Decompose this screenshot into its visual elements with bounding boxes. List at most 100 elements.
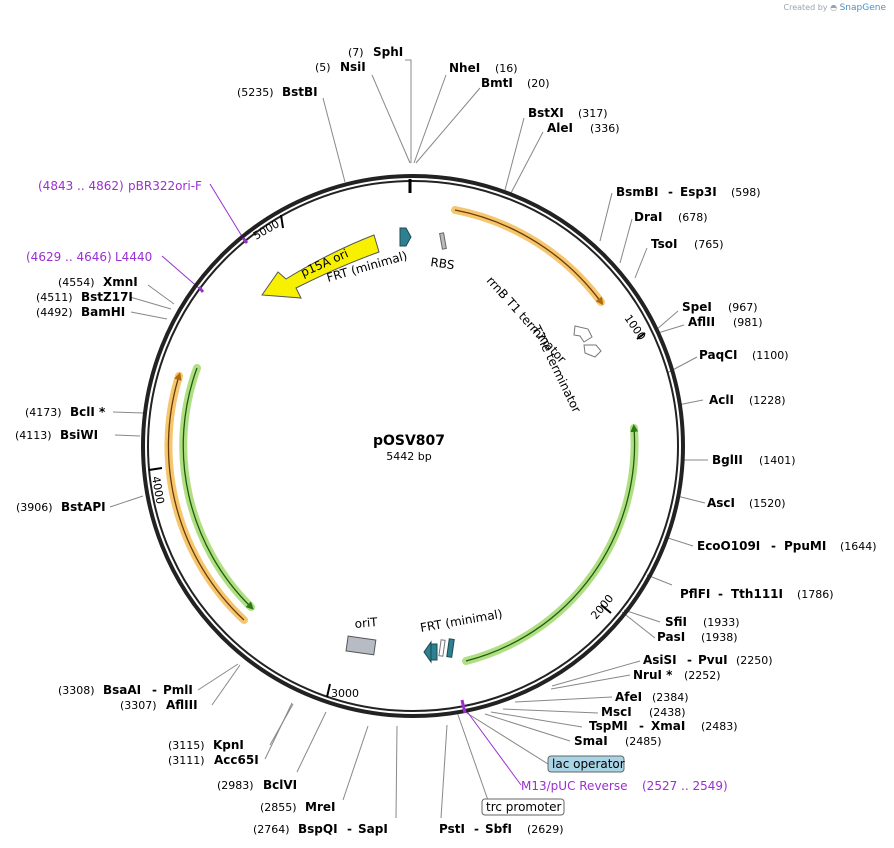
site-afliii: AflIII xyxy=(166,698,198,712)
site-sfii: SfiI xyxy=(665,615,687,629)
trc-promoter-label: trc promoter xyxy=(486,800,562,814)
site-bstxi-pos: (317) xyxy=(578,107,608,120)
site-pflfi-dash: - xyxy=(718,587,723,601)
site-xmai: XmaI xyxy=(651,719,685,733)
site-bsmbi: BsmBI xyxy=(616,185,658,199)
site-esp3i: Esp3I xyxy=(680,185,717,199)
site-acc65i: Acc65I xyxy=(214,753,259,767)
site-tsoi-pos: (765) xyxy=(694,238,724,251)
site-tspmi-pos: (2483) xyxy=(701,720,738,733)
site-bclvi: BclVI xyxy=(263,778,297,792)
site-bclvi-pos: (2983) xyxy=(217,779,254,792)
site-bamhi-pos: (4492) xyxy=(36,306,73,319)
site-bglii: BglII xyxy=(712,453,743,467)
site-nrui-pos: (2252) xyxy=(684,669,721,682)
site-bstz17i-pos: (4511) xyxy=(36,291,73,304)
site-msci-pos: (2438) xyxy=(649,706,686,719)
site-acc65i-pos: (3111) xyxy=(168,754,205,767)
site-bstbi: BstBI xyxy=(282,85,318,99)
site-tth111i: Tth111I xyxy=(731,587,783,601)
frt-bottom-shape xyxy=(423,640,438,664)
site-bsaai-pos: (3308) xyxy=(58,684,95,697)
site-bsaai: BsaAI xyxy=(103,683,141,697)
site-kpni: KpnI xyxy=(213,738,244,752)
credit-prefix: Created by xyxy=(783,3,828,12)
site-bspqi-dash: - xyxy=(347,822,352,836)
p15a-ori-arrow xyxy=(261,234,380,299)
site-bsiwi: BsiWI xyxy=(60,428,98,442)
orf-left-green xyxy=(182,367,254,610)
site-psti-pos: (2629) xyxy=(527,823,564,836)
site-acli-pos: (1228) xyxy=(749,394,786,407)
site-bstapi: BstAPI xyxy=(61,500,106,514)
site-ppumi: PpuMI xyxy=(784,539,826,553)
site-asisi: AsiSI xyxy=(643,653,677,667)
site-spei-pos: (967) xyxy=(728,301,758,314)
site-psti-dash: - xyxy=(474,822,479,836)
site-nrui: NruI * xyxy=(633,668,673,682)
rrnb-terminator-shape xyxy=(573,325,593,343)
backbone-inner xyxy=(147,180,679,712)
site-afei: AfeI xyxy=(615,690,642,704)
site-mrei-pos: (2855) xyxy=(260,801,297,814)
site-pasi: PasI xyxy=(657,630,685,644)
site-acli: AclI xyxy=(709,393,734,407)
site-asci-pos: (1520) xyxy=(749,497,786,510)
site-bglii-pos: (1401) xyxy=(759,454,796,467)
site-asisi-pos: (2250) xyxy=(736,654,773,667)
site-ecoo109i: EcoO109I xyxy=(697,539,760,553)
lac-operator-label: lac operator xyxy=(552,757,625,771)
primer-m13-name: M13/pUC Reverse xyxy=(521,779,628,793)
site-sfii-pos: (1933) xyxy=(703,616,740,629)
site-paqci: PaqCI xyxy=(699,348,737,362)
site-bamhi: BamHI xyxy=(81,305,125,319)
site-bcli: BclI * xyxy=(70,405,106,419)
site-xmni: XmnI xyxy=(103,275,138,289)
orf-left-orange xyxy=(167,372,245,621)
site-afei-pos: (2384) xyxy=(652,691,689,704)
site-bsaai-dash: - xyxy=(152,683,157,697)
site-bspqi: BspQI xyxy=(298,822,338,836)
site-sphi: SphI xyxy=(373,45,403,59)
credit-brand: SnapGene xyxy=(839,3,886,13)
orf-top-right xyxy=(454,209,604,306)
site-pflfi-pos: (1786) xyxy=(797,588,834,601)
site-drai: DraI xyxy=(634,210,662,224)
tick-4000: 4000 xyxy=(149,475,167,505)
tick-3000: 3000 xyxy=(331,687,359,700)
site-tsoi: TsoI xyxy=(651,237,677,251)
snapgene-credit: Created by ◓ SnapGene xyxy=(784,3,887,13)
site-xmni-pos: (4554) xyxy=(58,276,95,289)
site-sapi: SapI xyxy=(358,822,388,836)
site-ecoo109i-pos: (1644) xyxy=(840,540,877,553)
site-pvui: PvuI xyxy=(698,653,728,667)
orit-shape xyxy=(345,635,377,656)
plasmid-name: pOSV807 xyxy=(373,433,445,449)
site-bstbi-pos: (5235) xyxy=(237,86,274,99)
site-psti: PstI xyxy=(439,822,465,836)
site-nsii-pos: (5) xyxy=(315,61,331,74)
site-alei-pos: (336) xyxy=(590,122,620,135)
site-nhei-pos: (16) xyxy=(495,62,518,75)
site-drai-pos: (678) xyxy=(678,211,708,224)
site-nhei: NheI xyxy=(449,61,480,75)
snapgene-logo-icon: ◓ xyxy=(830,3,838,12)
site-aflii-pos: (981) xyxy=(733,316,763,329)
site-bstxi: BstXI xyxy=(528,106,564,120)
site-bsiwi-pos: (4113) xyxy=(15,429,52,442)
site-asci: AscI xyxy=(707,496,735,510)
site-sphi-pos: (7) xyxy=(348,46,364,59)
site-bmti-pos: (20) xyxy=(527,77,550,90)
primer-l4440-name: L4440 xyxy=(115,250,152,264)
site-msci: MscI xyxy=(601,705,632,719)
site-sbfi: SbfI xyxy=(485,822,512,836)
site-smai: SmaI xyxy=(574,734,608,748)
site-bsmbi-dash: - xyxy=(668,185,673,199)
rbs-label: RBS xyxy=(430,255,456,272)
primer-pbr322-name: pBR322ori-F xyxy=(128,179,202,193)
site-pasi-pos: (1938) xyxy=(701,631,738,644)
backbone-outer xyxy=(141,174,685,718)
site-bmti: BmtI xyxy=(481,76,513,90)
plasmid-length: 5442 bp xyxy=(386,450,431,463)
site-bstz17i: BstZ17I xyxy=(81,290,133,304)
